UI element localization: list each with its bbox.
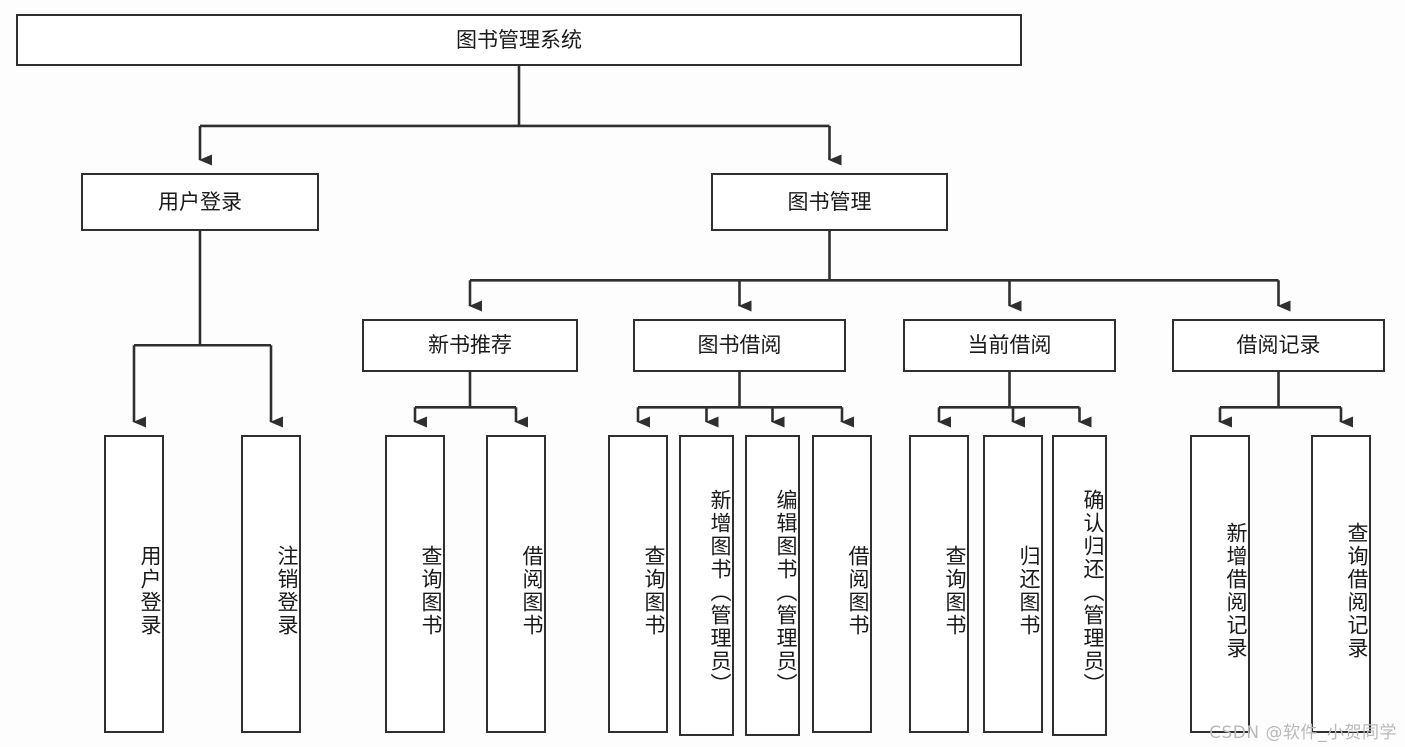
node-label-root: 图书管理系统 [456,27,582,52]
node-leaf-user-login[interactable]: 用户登录 [104,435,164,733]
node-leaf-edit-book-admin[interactable]: 编辑图书（管理员） [745,435,800,736]
node-label-current-borrow: 当前借阅 [967,333,1052,358]
node-label-book-manage: 图书管理 [787,189,872,214]
watermark-text: CSDN @软件_小贺同学 [1209,723,1397,743]
node-leaf-borrow-book[interactable]: 借阅图书 [812,435,872,733]
node-leaf-query-borrow-record[interactable]: 查询借阅记录 [1311,435,1371,733]
node-label-leaf-borrow-book: 借阅图书 [846,545,870,637]
node-label-leaf-add-book-admin: 新增图书（管理员） [708,489,732,696]
node-user-login[interactable]: 用户登录 [81,173,319,231]
node-label-leaf-query-borrow-record: 查询借阅记录 [1345,522,1369,660]
node-leaf-query-book-recommend[interactable]: 查询图书 [385,435,445,733]
node-leaf-query-book-borrow[interactable]: 查询图书 [608,435,668,733]
node-leaf-confirm-return-admin[interactable]: 确认归还（管理员） [1052,435,1107,736]
node-label-borrow-record: 借阅记录 [1236,333,1321,358]
node-leaf-add-book-admin[interactable]: 新增图书（管理员） [679,435,734,736]
node-label-leaf-return-book: 归还图书 [1017,545,1041,637]
node-leaf-add-borrow-record[interactable]: 新增借阅记录 [1190,435,1250,733]
node-label-leaf-edit-book-admin: 编辑图书（管理员） [774,489,798,696]
node-label-leaf-add-borrow-record: 新增借阅记录 [1224,522,1248,660]
node-label-leaf-user-logout: 注销登录 [275,545,299,637]
node-label-leaf-query-book-borrow: 查询图书 [642,545,666,637]
node-book-borrow[interactable]: 图书借阅 [633,319,846,372]
node-new-book-recommend[interactable]: 新书推荐 [362,319,578,372]
node-label-leaf-borrow-book-recommend: 借阅图书 [520,545,544,637]
node-borrow-record[interactable]: 借阅记录 [1172,319,1385,372]
node-current-borrow[interactable]: 当前借阅 [903,319,1116,372]
node-leaf-user-logout[interactable]: 注销登录 [241,435,301,733]
node-leaf-query-book-current[interactable]: 查询图书 [909,435,969,733]
node-label-user-login: 用户登录 [158,189,242,214]
node-leaf-borrow-book-recommend[interactable]: 借阅图书 [486,435,546,733]
node-label-leaf-confirm-return-admin: 确认归还（管理员） [1081,489,1105,696]
node-leaf-return-book[interactable]: 归还图书 [983,435,1043,733]
node-label-leaf-query-book-current: 查询图书 [943,545,967,637]
node-label-leaf-query-book-recommend: 查询图书 [419,545,443,637]
node-label-book-borrow: 图书借阅 [697,333,782,358]
node-book-manage[interactable]: 图书管理 [711,173,948,231]
node-label-new-book-recommend: 新书推荐 [428,333,512,358]
node-label-leaf-user-login: 用户登录 [138,545,162,637]
node-root[interactable]: 图书管理系统 [16,14,1022,66]
